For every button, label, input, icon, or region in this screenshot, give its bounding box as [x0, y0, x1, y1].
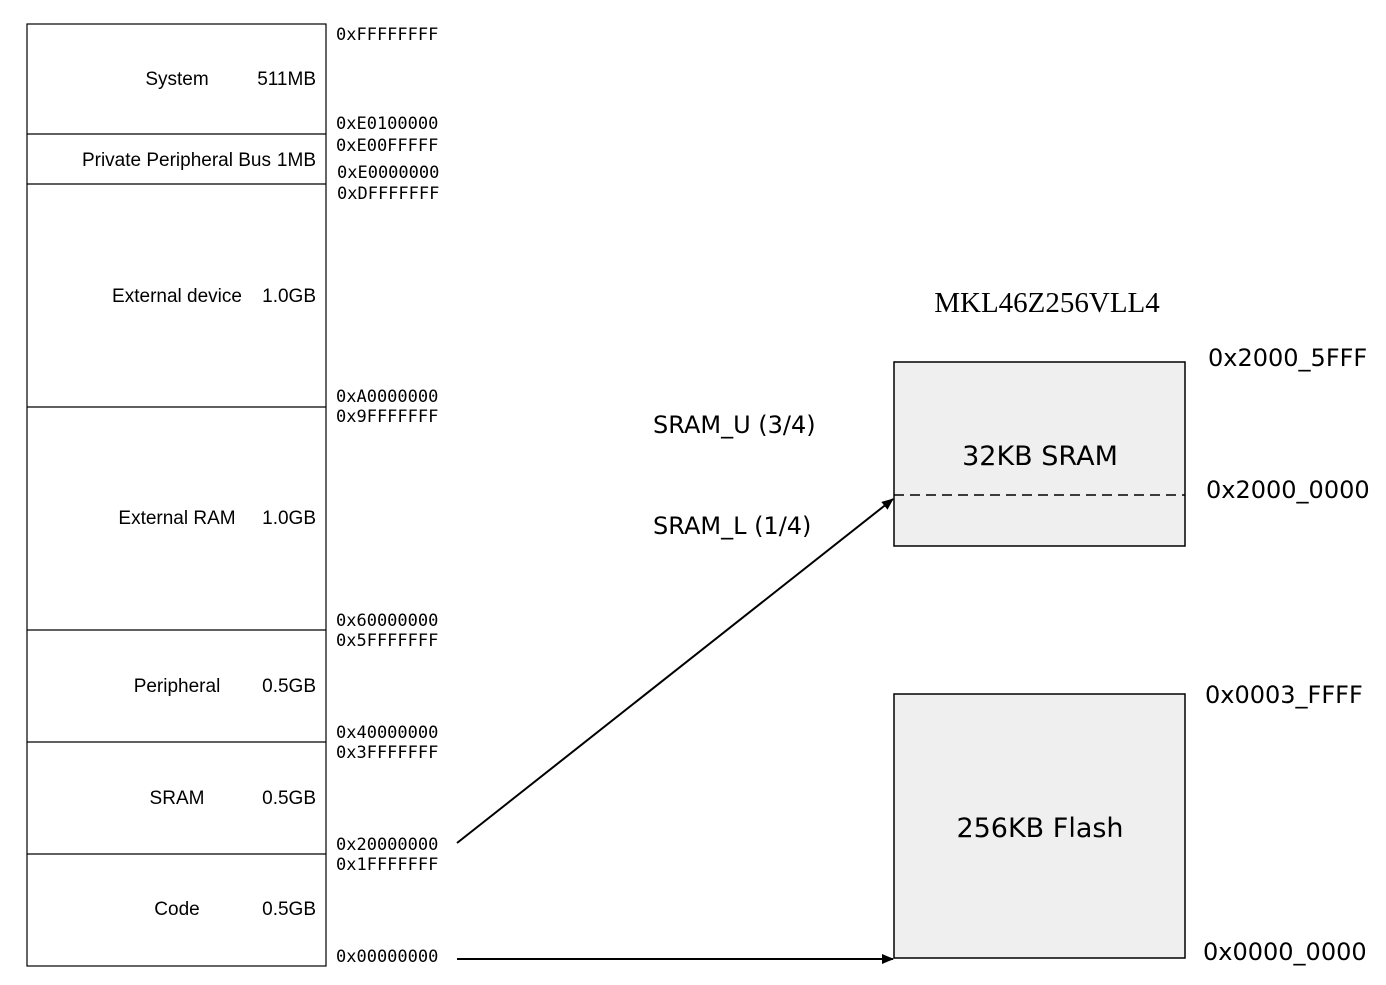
- address-label: 0x3FFFFFFF: [336, 743, 438, 763]
- address-label: 0xE0100000: [336, 114, 438, 134]
- region-size-private-peripheral-bus: 1MB: [277, 150, 316, 171]
- address-label: 0x9FFFFFFF: [336, 407, 438, 427]
- memory-map-outline: [26, 23, 327, 967]
- sram-lower-label: SRAM_L (1/4): [653, 512, 811, 540]
- sram-addr-split: 0x2000_0000: [1206, 476, 1370, 504]
- chip-title: MKL46Z256VLL4: [934, 287, 1160, 319]
- region-name-code: Code: [154, 899, 199, 920]
- region-size-peripheral: 0.5GB: [262, 676, 316, 697]
- region-name-sram: SRAM: [150, 788, 205, 809]
- region-size-external-ram: 1.0GB: [262, 508, 316, 529]
- region-name-private-peripheral-bus: Private Peripheral Bus: [82, 150, 271, 171]
- region-size-external-device: 1.0GB: [262, 286, 316, 307]
- sram-upper-label: SRAM_U (3/4): [653, 411, 816, 439]
- region-name-system: System: [145, 69, 208, 90]
- address-label: 0x20000000: [336, 835, 438, 855]
- address-label: 0x40000000: [336, 723, 438, 743]
- chip-memory: MKL46Z256VLL4 32KB SRAM SRAM_U (3/4) SRA…: [653, 287, 1370, 966]
- address-labels: 0xFFFFFFFF 0xE0100000 0xE00FFFFF 0xE0000…: [336, 25, 439, 967]
- region-size-system: 511MB: [257, 69, 316, 90]
- address-label: 0xE00FFFFF: [336, 136, 438, 156]
- address-label: 0x60000000: [336, 611, 438, 631]
- sram-addr-top: 0x2000_5FFF: [1208, 344, 1367, 372]
- address-label: 0x5FFFFFFF: [336, 631, 438, 651]
- address-label: 0x00000000: [336, 947, 438, 967]
- region-name-peripheral: Peripheral: [134, 676, 221, 697]
- memory-map: System 511MB Private Peripheral Bus 1MB …: [26, 23, 327, 967]
- flash-addr-bottom: 0x0000_0000: [1203, 938, 1367, 966]
- sram-arrow: [456, 498, 894, 844]
- address-label: 0xDFFFFFFF: [337, 184, 439, 204]
- flash-block-label: 256KB Flash: [956, 813, 1123, 844]
- flash-block: [893, 693, 1186, 959]
- sram-block: [893, 361, 1186, 547]
- address-label: 0xE0000000: [337, 163, 439, 183]
- address-label: 0x1FFFFFFF: [336, 855, 438, 875]
- region-size-code: 0.5GB: [262, 899, 316, 920]
- region-name-external-device: External device: [112, 286, 242, 307]
- region-size-sram: 0.5GB: [262, 788, 316, 809]
- flash-addr-top: 0x0003_FFFF: [1205, 681, 1363, 709]
- address-label: 0xA0000000: [336, 387, 438, 407]
- sram-block-label: 32KB SRAM: [962, 441, 1118, 472]
- region-name-external-ram: External RAM: [118, 508, 235, 529]
- address-label: 0xFFFFFFFF: [336, 25, 438, 45]
